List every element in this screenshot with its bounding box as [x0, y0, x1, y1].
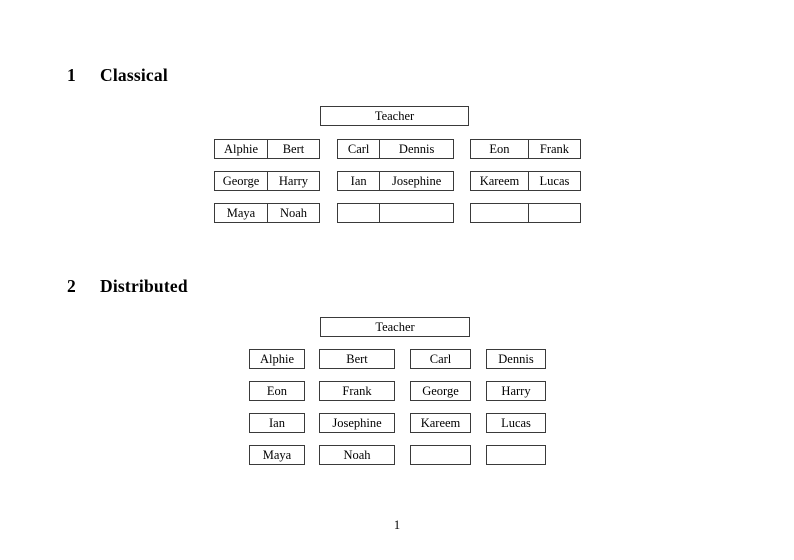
section-title: Distributed — [100, 276, 188, 296]
desk: Lucas — [486, 413, 546, 433]
desk-seat: Ian — [350, 173, 367, 188]
desk: Dennis — [486, 349, 546, 369]
desk-seat: Carl — [347, 141, 370, 156]
desk-seat: Bert — [266, 140, 319, 158]
page-number: 1 — [393, 518, 401, 532]
desk: Josephine — [319, 413, 395, 433]
teacher-desk-classical: Teacher — [320, 106, 469, 126]
desk-seat: George — [222, 173, 260, 188]
section-number: 1 — [67, 65, 76, 85]
desk-seat: Dennis — [379, 140, 453, 158]
desk-pair-empty — [470, 203, 581, 223]
desk: Alphie — [249, 349, 305, 369]
desk-seat-empty — [379, 204, 453, 222]
desk-pair: Maya Noah — [214, 203, 320, 223]
desk-pair: Eon Frank — [470, 139, 581, 159]
section-title: Classical — [100, 65, 168, 85]
desk-empty — [486, 445, 546, 465]
desk: Kareem — [410, 413, 471, 433]
desk: Noah — [319, 445, 395, 465]
desk-pair: Ian Josephine — [337, 171, 454, 191]
desk: Frank — [319, 381, 395, 401]
desk-seat: Lucas — [527, 172, 580, 190]
desk-seat: Kareem — [479, 173, 520, 188]
desk-empty — [410, 445, 471, 465]
desk-seat-empty — [338, 204, 379, 222]
desk-seat: Eon — [489, 141, 510, 156]
desk: Maya — [249, 445, 305, 465]
desk-seat: Harry — [266, 172, 319, 190]
desk-pair: Alphie Bert — [214, 139, 320, 159]
desk-pair: Kareem Lucas — [470, 171, 581, 191]
teacher-desk-distributed: Teacher — [320, 317, 470, 337]
desk-seat: Maya — [226, 205, 256, 220]
desk-pair: George Harry — [214, 171, 320, 191]
desk-seat: Frank — [527, 140, 580, 158]
section-number: 2 — [67, 276, 76, 296]
desk-pair: Carl Dennis — [337, 139, 454, 159]
desk-seat: Alphie — [223, 141, 258, 156]
desk-pair-empty — [337, 203, 454, 223]
desk-seat-empty — [527, 204, 580, 222]
desk: Bert — [319, 349, 395, 369]
section-heading-classical: 1 Classical — [67, 65, 168, 86]
desk: Carl — [410, 349, 471, 369]
desk: Harry — [486, 381, 546, 401]
desk: Ian — [249, 413, 305, 433]
section-heading-distributed: 2 Distributed — [67, 276, 188, 297]
desk-seat: Josephine — [379, 172, 453, 190]
desk-seat-empty — [471, 204, 528, 222]
desk: George — [410, 381, 471, 401]
desk-seat: Noah — [266, 204, 319, 222]
desk: Eon — [249, 381, 305, 401]
